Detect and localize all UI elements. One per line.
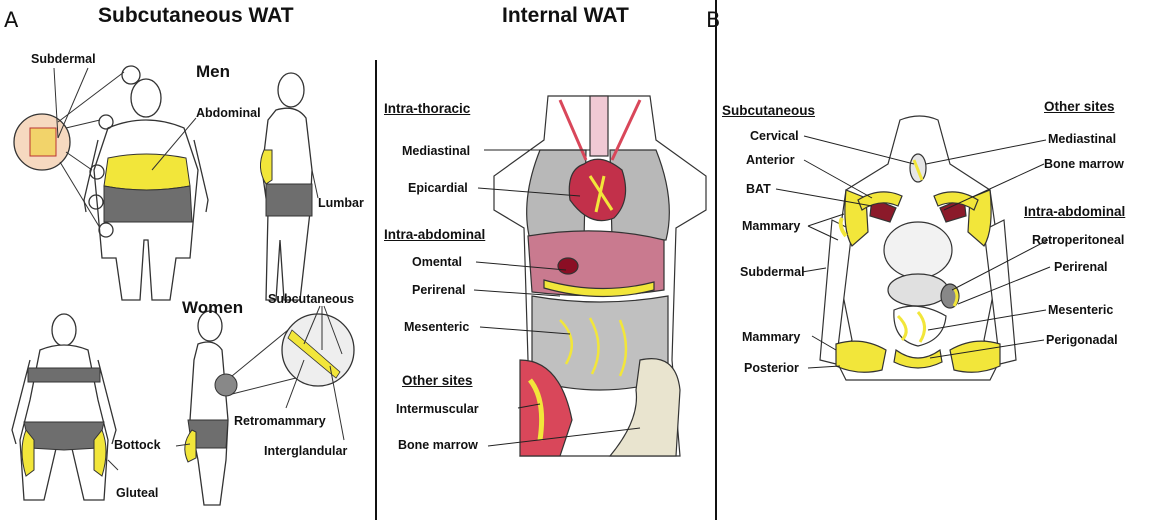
lumbar-fat	[260, 150, 272, 184]
abdominal-label: Abdominal	[196, 106, 261, 120]
b-subdermal-label: Subdermal	[740, 265, 805, 279]
man-underwear	[104, 186, 192, 222]
breast-tissue	[215, 374, 237, 396]
subdermal-label: Subdermal	[31, 52, 96, 66]
lumbar-label: Lumbar	[318, 196, 364, 210]
woman-bra	[28, 368, 100, 382]
retromammary-label: Retromammary	[234, 414, 326, 428]
gluteal-label: Gluteal	[116, 486, 158, 500]
b-mammary-upper-label: Mammary	[742, 219, 800, 233]
bottock-label: Bottock	[114, 438, 161, 452]
intra-abdominal-heading: Intra-abdominal	[384, 228, 485, 242]
b-bat-label: BAT	[746, 182, 771, 196]
breast-zoom-circle	[282, 314, 354, 386]
b-intra-abdominal-heading: Intra-abdominal	[1024, 205, 1125, 219]
abdominal-fat	[104, 154, 190, 190]
woman-underwear	[24, 422, 104, 450]
intra-thoracic-heading: Intra-thoracic	[384, 102, 470, 116]
man-side-underwear	[266, 184, 312, 216]
panel-a-letter: A	[4, 8, 18, 32]
men-label: Men	[196, 62, 230, 82]
epicardial-label: Epicardial	[408, 181, 468, 195]
b-mediastinal-label: Mediastinal	[1048, 132, 1116, 146]
b-mammary-lower-label: Mammary	[742, 330, 800, 344]
bone-marrow-label: Bone marrow	[398, 438, 478, 452]
b-cervical-label: Cervical	[750, 129, 799, 143]
b-posterior-label: Posterior	[744, 361, 799, 375]
internal-wat-title: Internal WAT	[502, 4, 629, 28]
mediastinal-label: Mediastinal	[402, 144, 470, 158]
omental-label: Omental	[412, 255, 462, 269]
b-subcutaneous-heading: Subcutaneous	[722, 104, 815, 118]
b-anterior-label: Anterior	[746, 153, 795, 167]
other-sites-heading: Other sites	[402, 374, 473, 388]
b-bone-marrow-label: Bone marrow	[1044, 157, 1124, 171]
subcutaneous-breast-label: Subcutaneous	[268, 292, 354, 306]
b-perigonadal-label: Perigonadal	[1046, 333, 1118, 347]
b-perirenal-label: Perirenal	[1054, 260, 1108, 274]
women-label: Women	[182, 298, 243, 318]
subcutaneous-wat-title: Subcutaneous WAT	[98, 4, 294, 28]
woman-side-figure	[190, 311, 228, 505]
perirenal-label: Perirenal	[412, 283, 466, 297]
intermuscular-label: Intermuscular	[396, 402, 479, 416]
b-retroperitoneal-label: Retroperitoneal	[1032, 233, 1124, 247]
b-mesenteric-label: Mesenteric	[1048, 303, 1113, 317]
b-other-sites-heading: Other sites	[1044, 100, 1115, 114]
panel-b-letter: B	[706, 8, 720, 32]
interglandular-label: Interglandular	[264, 444, 347, 458]
mesenteric-label: Mesenteric	[404, 320, 469, 334]
mouse-figure	[820, 116, 1016, 380]
bottock-fat	[185, 430, 196, 462]
